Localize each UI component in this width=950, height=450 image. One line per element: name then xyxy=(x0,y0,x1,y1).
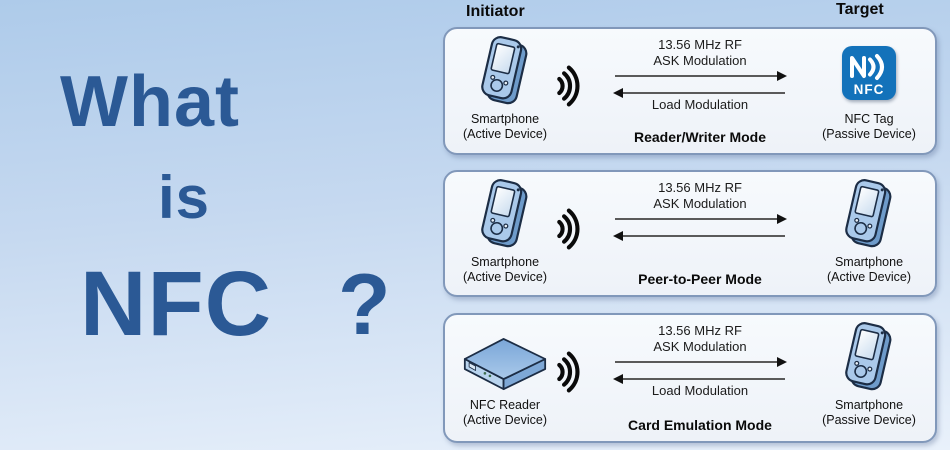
target-device: Smartphone (Active Device) xyxy=(817,177,921,285)
nfc-n-mark-icon xyxy=(850,54,884,80)
panel-card-emulation-mode: NFC Reader (Active Device) 13.56 MHz RF … xyxy=(443,313,937,443)
panel-reader-writer-mode: Smartphone (Active Device) 13.56 MHz RF … xyxy=(443,27,937,155)
mode-label: Card Emulation Mode xyxy=(628,417,772,433)
device-name-label: Smartphone xyxy=(834,255,904,269)
rf-waves-icon xyxy=(547,53,593,119)
rf-waves-icon xyxy=(547,339,593,405)
rf-label-line2: ASK Modulation xyxy=(653,53,747,68)
nfc-tag-icon: NFC xyxy=(842,34,896,112)
back-arrow xyxy=(613,374,785,384)
load-modulation-label: Load Modulation xyxy=(651,97,749,112)
device-role-label: (Passive Device) xyxy=(822,413,916,427)
device-role-label: (Passive Device) xyxy=(822,127,916,141)
title-what: What xyxy=(60,62,240,142)
device-name-label: NFC Reader xyxy=(469,398,541,412)
mode-label: Reader/Writer Mode xyxy=(634,129,766,145)
forward-arrow xyxy=(615,214,787,224)
rf-label-line1: 13.56 MHz RF xyxy=(658,323,742,338)
device-role-label: (Active Device) xyxy=(462,413,548,427)
rf-label-line1: 13.56 MHz RF xyxy=(658,180,742,195)
link-annotations: 13.56 MHz RF ASK Modulation Load Modulat… xyxy=(595,315,805,441)
rf-label-line2: ASK Modulation xyxy=(653,339,747,354)
device-name-label: Smartphone xyxy=(470,112,540,126)
device-name-label: Smartphone xyxy=(470,255,540,269)
load-modulation-label: Load Modulation xyxy=(651,383,749,398)
initiator-device: Smartphone (Active Device) xyxy=(453,34,557,142)
link-annotations: 13.56 MHz RF ASK Modulation Load Modulat… xyxy=(595,29,805,153)
initiator-header: Initiator xyxy=(466,3,525,20)
mode-label: Peer-to-Peer Mode xyxy=(638,271,762,287)
target-header: Target xyxy=(836,1,884,18)
nfc-reader-icon xyxy=(457,320,553,398)
device-role-label: (Active Device) xyxy=(462,127,548,141)
initiator-device: Smartphone (Active Device) xyxy=(453,177,557,285)
target-device: Smartphone (Passive Device) xyxy=(817,320,921,428)
device-name-label: Smartphone xyxy=(834,398,904,412)
forward-arrow xyxy=(615,71,787,81)
rf-label-line1: 13.56 MHz RF xyxy=(658,37,742,52)
rf-waves-icon xyxy=(547,196,593,262)
smartphone-icon xyxy=(841,177,897,255)
smartphone-icon xyxy=(477,34,533,112)
back-arrow xyxy=(613,231,785,241)
smartphone-icon xyxy=(477,177,533,255)
target-device: NFC NFC Tag (Passive Device) xyxy=(817,34,921,142)
smartphone-icon xyxy=(841,320,897,398)
forward-arrow xyxy=(615,357,787,367)
rf-label-line2: ASK Modulation xyxy=(653,196,747,211)
title-question-mark: ? xyxy=(338,257,392,353)
initiator-device: NFC Reader (Active Device) xyxy=(453,320,557,428)
device-name-label: NFC Tag xyxy=(844,112,894,126)
panel-peer-to-peer-mode: Smartphone (Active Device) 13.56 MHz RF … xyxy=(443,170,937,297)
device-role-label: (Active Device) xyxy=(462,270,548,284)
nfc-tag-word: NFC xyxy=(854,82,885,97)
title-is: is xyxy=(158,164,211,231)
back-arrow xyxy=(613,88,785,98)
link-annotations: 13.56 MHz RF ASK Modulation Peer-to-Peer… xyxy=(595,172,805,295)
title-nfc: NFC xyxy=(80,253,273,355)
device-role-label: (Active Device) xyxy=(826,270,912,284)
